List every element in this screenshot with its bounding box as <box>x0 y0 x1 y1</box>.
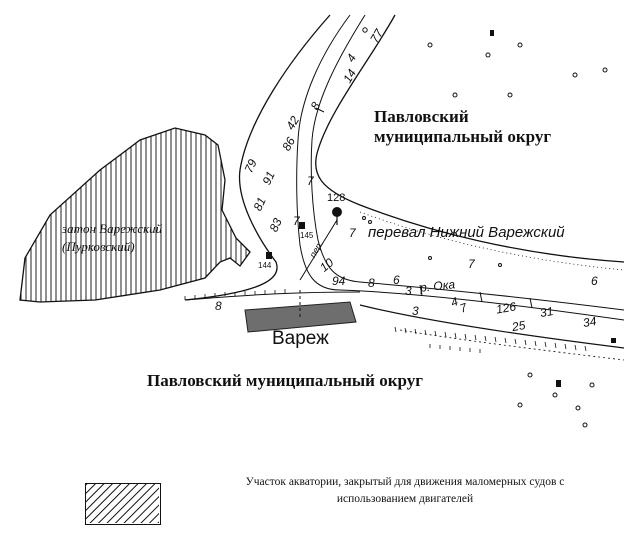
river-right-bank <box>315 14 624 263</box>
marker-145-text: 145 <box>300 231 314 240</box>
hatched-area-icon <box>86 484 159 523</box>
pass-label: перевал Нижний Варежский <box>368 225 565 240</box>
depth-value: 3 <box>405 284 412 298</box>
depth-value: 31 <box>538 303 555 321</box>
backwater-label: затон Варежский (Пурковский) <box>62 220 182 256</box>
marker-128-text: 128 <box>327 192 346 204</box>
river-label: р. Ока <box>419 277 455 295</box>
legend-text-content: Участок акватории, закрытый для движения… <box>245 476 565 505</box>
legend-text: Участок акватории, закрытый для движения… <box>240 474 570 507</box>
fairway-left <box>296 14 624 321</box>
river-lower-bank <box>359 304 624 349</box>
buoy-icons <box>266 30 616 387</box>
depth-value: 34 <box>581 313 598 331</box>
shore-right-upper <box>359 211 624 271</box>
village-label-text: Вареж <box>272 328 329 349</box>
depth-value: 8 <box>215 299 222 313</box>
crossing-line <box>299 219 338 281</box>
depth-value: 6 <box>591 274 598 288</box>
marker-128-label: 128 <box>327 193 345 204</box>
channel-ticks <box>315 107 533 309</box>
depth-value: 3 <box>412 304 419 318</box>
pass-label-text: перевал Нижний Варежский <box>368 224 565 241</box>
depth-value: 7 <box>468 257 475 271</box>
depth-value: 7 <box>293 214 300 228</box>
depth-value: 7 <box>307 174 314 188</box>
marker-145-label: 145 <box>300 232 313 240</box>
depth-value: 25 <box>510 317 527 335</box>
legend-swatch <box>85 483 161 525</box>
shore-ticks <box>184 289 587 353</box>
depth-value: 126 <box>494 299 518 317</box>
river-left-bank <box>184 14 331 301</box>
marker-144-text: 144 <box>258 261 272 270</box>
depth-value: 6 <box>393 273 400 287</box>
terrain-dots <box>362 27 608 428</box>
marker-128-icon <box>332 207 342 225</box>
village-label: Вареж <box>272 329 329 348</box>
depth-value: 7 <box>349 226 356 240</box>
marker-144-label: 144 <box>258 262 271 270</box>
river-left-bank-shore <box>184 291 361 301</box>
depth-value: 94 <box>332 274 346 288</box>
district-label-bottom-text: Павловский муниципальный округ <box>147 371 423 390</box>
depth-value: 8 <box>368 276 375 290</box>
backwater-closed-area <box>19 127 251 303</box>
district-label-bottom: Павловский муниципальный округ <box>147 372 423 389</box>
backwater-label-text: затон Варежский (Пурковский) <box>62 221 163 255</box>
shore-right-lower <box>399 329 624 361</box>
fairway-right <box>310 14 624 311</box>
